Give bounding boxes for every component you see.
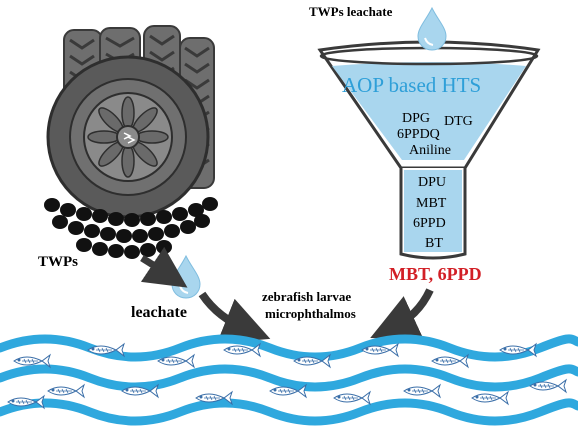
compound-bt: BT — [425, 236, 443, 251]
water-drop-icon — [171, 254, 201, 299]
fish-icon — [293, 353, 331, 369]
fish-icon — [333, 390, 371, 406]
twps-leachate-label: TWPs leachate — [309, 4, 393, 19]
tire-particles — [44, 197, 218, 259]
zebrafish-larvae — [7, 342, 567, 410]
funnel-icon — [317, 6, 541, 260]
arrow-leachate-to-water — [198, 291, 271, 344]
front-tire — [46, 55, 210, 219]
twps-label: TWPs — [38, 254, 78, 270]
fish-icon — [223, 342, 261, 358]
aop-hts-label: AOP based HTS — [342, 73, 481, 97]
result-label: MBT, 6PPD — [389, 264, 482, 284]
fish-icon — [403, 383, 441, 399]
fish-icon — [431, 353, 469, 369]
effect-line-1: zebrafish larvae — [262, 289, 351, 304]
water-waves — [0, 334, 578, 426]
fish-icon — [121, 383, 159, 399]
fish-icon — [499, 342, 537, 358]
fish-icon — [13, 353, 51, 369]
fish-icon — [87, 342, 125, 358]
compound-dpu: DPU — [418, 175, 446, 190]
arrows — [140, 246, 434, 344]
fish-icon — [7, 394, 45, 410]
fish-icon — [361, 342, 399, 358]
stacked-tires-icon — [46, 25, 215, 219]
effect-line-2: microphthalmos — [265, 306, 356, 321]
compound-6ppd: 6PPD — [413, 216, 446, 231]
compound-dtg: DTG — [444, 114, 473, 129]
arrow-result-to-water — [370, 288, 434, 340]
fish-icon — [529, 378, 567, 394]
fish-icon — [195, 390, 233, 406]
compound-6ppdq: 6PPDQ — [397, 127, 440, 142]
compound-dpg: DPG — [402, 111, 430, 126]
compound-mbt: MBT — [416, 196, 447, 211]
arrow-tires-to-leachate — [140, 246, 188, 288]
leachate-label: leachate — [131, 304, 187, 321]
fish-icon — [157, 353, 195, 369]
fish-icon — [471, 390, 509, 406]
fish-icon — [269, 383, 307, 399]
compound-aniline: Aniline — [409, 143, 451, 158]
fish-icon — [47, 383, 85, 399]
